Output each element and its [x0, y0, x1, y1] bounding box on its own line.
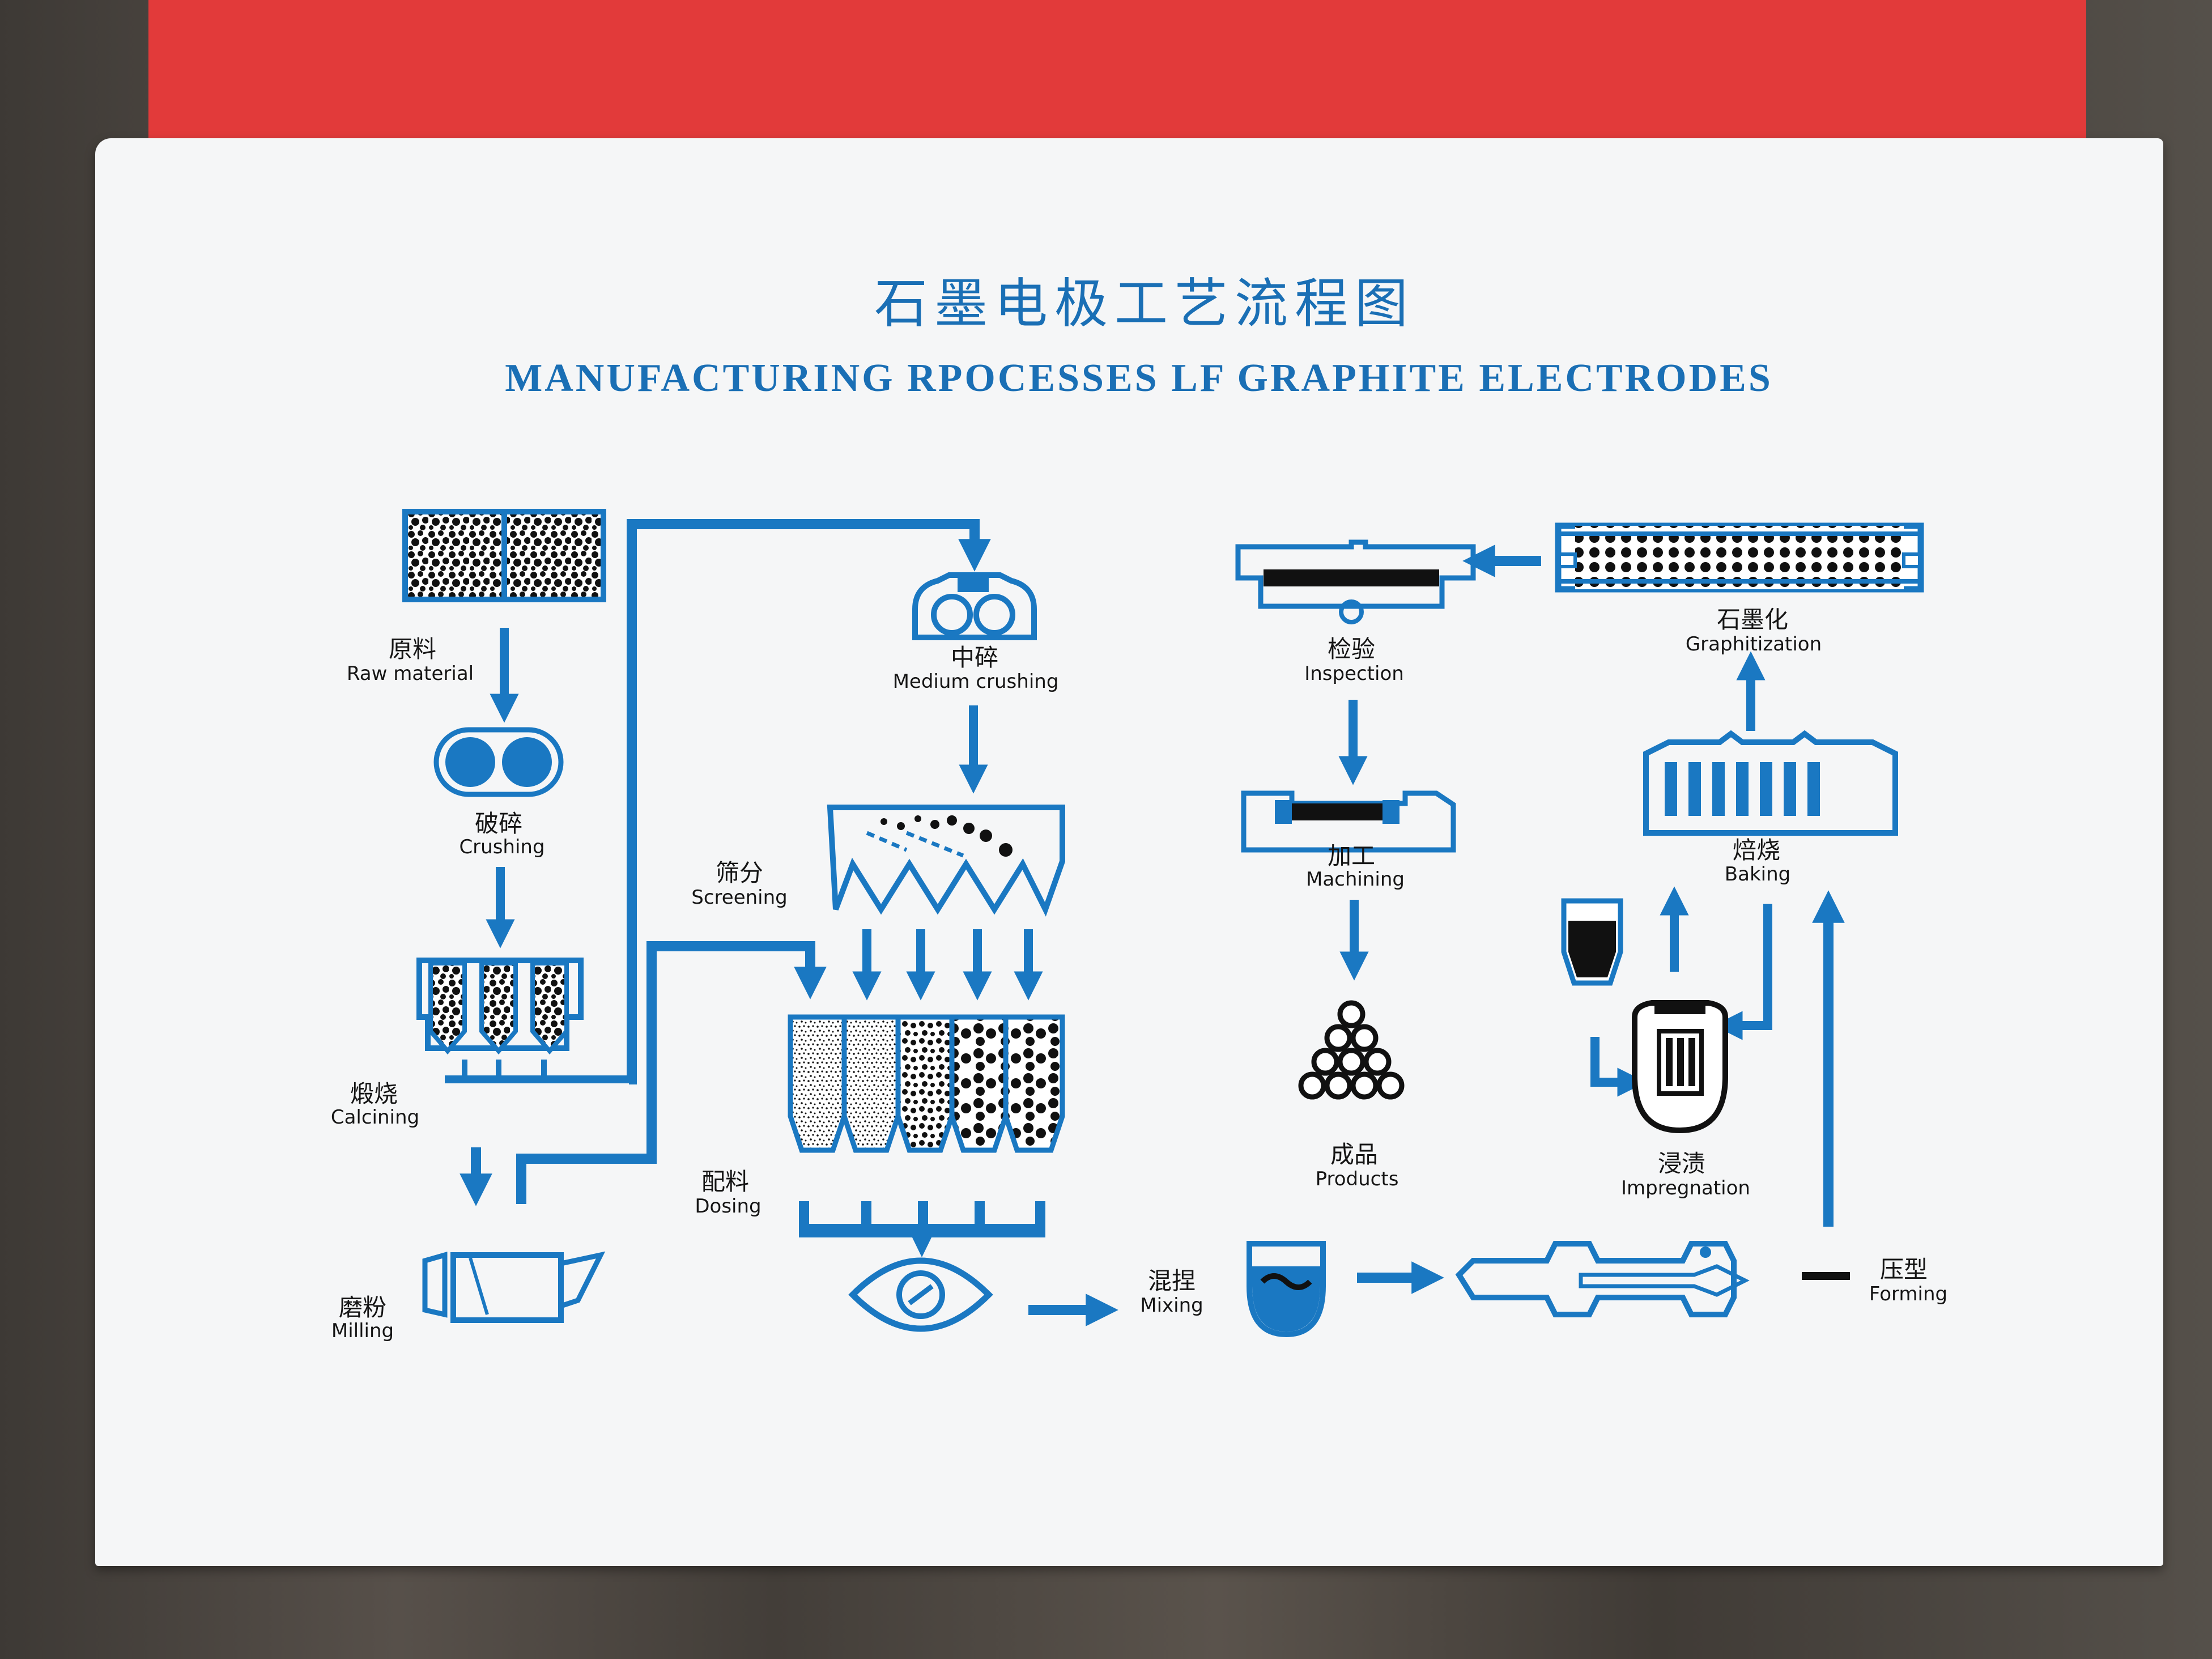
products-label-en: Products: [1316, 1168, 1399, 1190]
machining-label-en: Machining: [1306, 868, 1405, 891]
mixing-label-cn: 混捏: [1148, 1267, 1196, 1295]
dosing-label-cn: 配料: [701, 1168, 749, 1196]
pipe-milling-to-dosing: [516, 941, 827, 1204]
stacked-electrodes-icon: [1298, 1000, 1405, 1100]
ball-mill-icon: [422, 1251, 606, 1323]
dosing-label-en: Dosing: [695, 1195, 761, 1218]
screening-label-en: Screening: [691, 886, 787, 909]
mixing-label-en: Mixing: [1140, 1294, 1203, 1317]
title-english: MANUFACTURING RPOCESSES LF GRAPHITE ELEC…: [505, 356, 1773, 400]
medium-crushing-label-en: Medium crushing: [893, 670, 1059, 693]
impregnation-label-cn: 浸渍: [1658, 1150, 1705, 1177]
pitch-cup-icon: [1561, 898, 1623, 986]
crushing-label-en: Crushing: [459, 836, 545, 858]
vibrating-screen-icon: [827, 805, 1065, 917]
products-label-cn: 成品: [1330, 1141, 1378, 1168]
calcining-label-en: Calcining: [331, 1106, 419, 1129]
lathe-icon: [1241, 790, 1456, 853]
raw-material-label-en: Raw material: [347, 662, 474, 685]
calcining-label-cn: 煅烧: [350, 1080, 398, 1108]
forming-label-cn: 压型: [1880, 1256, 1928, 1283]
inspection-label-en: Inspection: [1304, 662, 1404, 685]
graphitization-label-en: Graphitization: [1686, 633, 1822, 656]
arrow-pitch-to-impregnation: [1590, 1037, 1647, 1097]
medium-crushing-label-cn: 中碎: [951, 644, 998, 671]
baking-label-en: Baking: [1725, 863, 1790, 886]
impregnation-vessel-icon: [1632, 1000, 1728, 1134]
weighing-conveyor-icon: [799, 1201, 1045, 1257]
raw-material-icon: [402, 509, 606, 602]
mixer-icon: [848, 1257, 993, 1332]
kneading-pot-icon: [1247, 1241, 1326, 1338]
medium-crusher-icon: [912, 572, 1037, 640]
raw-material-label-cn: 原料: [389, 635, 436, 663]
title-chinese: 石墨电极工艺流程图: [874, 273, 1415, 335]
screening-label-cn: 筛分: [716, 859, 763, 887]
graphitization-furnace-icon: [1555, 522, 1924, 593]
machining-label-cn: 加工: [1328, 842, 1375, 870]
graphitization-label-cn: 石墨化: [1717, 606, 1788, 633]
inspection-label-cn: 检验: [1328, 635, 1375, 663]
arrow-baking-to-impregnation: [1713, 904, 1772, 1040]
brochure-page: [95, 138, 2163, 1566]
forming-label-en: Forming: [1869, 1283, 1947, 1305]
calcining-kiln-icon: [416, 958, 632, 1083]
milling-label-cn: 磨粉: [339, 1294, 386, 1321]
baking-furnace-icon: [1643, 730, 1898, 836]
crushing-label-cn: 破碎: [475, 810, 522, 837]
milling-label-en: Milling: [331, 1320, 394, 1342]
pipe-calcining-to-medium-crushing: [627, 519, 991, 1084]
baking-label-cn: 焙烧: [1733, 836, 1780, 864]
extrusion-press-icon: [1455, 1241, 1750, 1317]
crusher-rollers-icon: [433, 727, 564, 797]
impregnation-label-en: Impregnation: [1621, 1177, 1750, 1199]
dosing-bins-icon: [788, 1014, 1065, 1153]
inspection-bench-icon: [1235, 539, 1476, 624]
